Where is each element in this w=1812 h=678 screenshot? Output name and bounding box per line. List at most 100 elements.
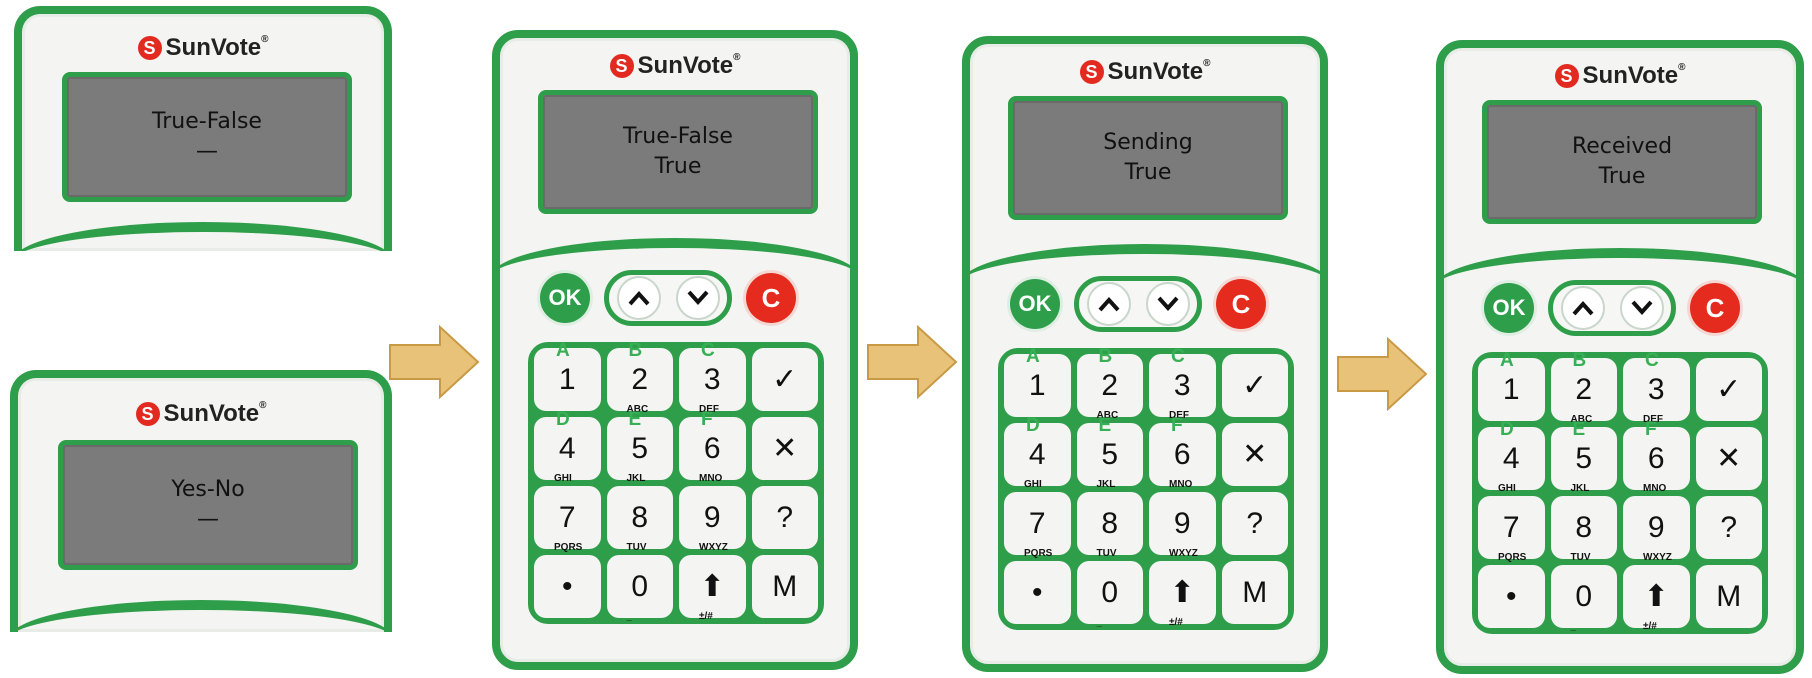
key-sub-label: GHI (1498, 483, 1516, 494)
key-2[interactable]: 3 C DEF (679, 340, 746, 415)
ok-button[interactable]: OK (540, 273, 590, 323)
clear-button[interactable]: C (1216, 279, 1266, 329)
key-1[interactable]: 2 B ABC (606, 340, 673, 415)
key-9[interactable]: 8 TUV (606, 486, 673, 553)
ok-button[interactable]: OK (1010, 279, 1060, 329)
key-6[interactable]: 6 F MNO (1623, 419, 1690, 494)
body-divider (500, 238, 850, 308)
key-4[interactable]: 4 D GHI (534, 409, 601, 484)
key-11[interactable]: ? (751, 486, 818, 549)
key-main-label: 7 (1028, 506, 1046, 540)
navigation-pill (604, 270, 732, 326)
key-main-label: ⬆ (1169, 576, 1195, 609)
key-12[interactable]: • (534, 555, 601, 618)
key-sub-label: ABC (1096, 410, 1119, 421)
key-10[interactable]: 9 WXYZ (1623, 496, 1690, 563)
key-main-label: 0 (1575, 579, 1593, 613)
key-letter-label: A (1026, 346, 1040, 367)
key-main-label: 7 (1502, 510, 1520, 544)
key-4[interactable]: 4 D GHI (1004, 415, 1071, 490)
key-14[interactable]: ⬆ ±/# (679, 555, 746, 622)
key-10[interactable]: 9 WXYZ (679, 486, 746, 553)
key-2[interactable]: 3 C DEF (1149, 346, 1216, 421)
navigation-pill (1074, 276, 1202, 332)
key-1[interactable]: 2 B ABC (1076, 346, 1143, 421)
key-sub-label: MNO (1169, 479, 1193, 490)
key-13[interactable]: 0 _ (606, 555, 673, 622)
screen-line-1: True-False (623, 124, 733, 150)
key-main-label: 2 (1575, 372, 1593, 406)
device-voting-keypad: S SunVote® True-False True OK C 1 A 2 B … (492, 30, 858, 670)
key-6[interactable]: 6 F MNO (679, 409, 746, 484)
key-7[interactable]: ✕ (1695, 427, 1762, 490)
screen-line-2: — (197, 507, 219, 532)
key-10[interactable]: 9 WXYZ (1149, 492, 1216, 559)
key-0[interactable]: 1 A (1004, 346, 1071, 417)
key-6[interactable]: 6 F MNO (1149, 415, 1216, 490)
key-5[interactable]: 5 E JKL (1076, 415, 1143, 490)
key-letter-label: F (701, 409, 713, 430)
key-12[interactable]: • (1478, 565, 1545, 628)
key-letter-label: B (628, 340, 643, 361)
key-main-label: 5 (1575, 441, 1593, 475)
key-3[interactable]: ✓ (751, 348, 818, 411)
clear-button[interactable]: C (1690, 283, 1740, 333)
flow-arrow-icon (389, 325, 480, 399)
up-arrow-button[interactable] (1086, 282, 1131, 326)
key-12[interactable]: • (1004, 561, 1071, 624)
key-main-label: ✕ (1242, 438, 1268, 471)
key-4[interactable]: 4 D GHI (1478, 419, 1545, 494)
clear-button[interactable]: C (746, 273, 796, 323)
key-sub-label: _ (1570, 621, 1577, 632)
device-preview-true-false: S SunVote® True-False — (14, 6, 392, 251)
key-14[interactable]: ⬆ ±/# (1149, 561, 1216, 628)
key-sub-label: TUV (1096, 548, 1117, 559)
key-sub-label: DEF (1169, 410, 1189, 421)
key-3[interactable]: ✓ (1221, 354, 1288, 417)
brand-header: S SunVote® (970, 58, 1320, 86)
key-main-label: 5 (1101, 437, 1119, 471)
key-15[interactable]: M (1221, 561, 1288, 624)
key-11[interactable]: ? (1221, 492, 1288, 555)
key-0[interactable]: 1 A (1478, 350, 1545, 421)
ok-button[interactable]: OK (1484, 283, 1534, 333)
up-arrow-button[interactable] (616, 276, 661, 320)
key-5[interactable]: 5 E JKL (1550, 419, 1617, 494)
up-arrow-button[interactable] (1560, 286, 1605, 330)
key-sub-label: GHI (1024, 479, 1042, 490)
key-main-label: ✕ (1716, 442, 1742, 475)
key-main-label: 1 (558, 362, 576, 396)
key-0[interactable]: 1 A (534, 340, 601, 411)
key-letter-label: C (1645, 350, 1659, 371)
down-arrow-button[interactable] (1145, 282, 1190, 326)
key-8[interactable]: 7 PQRS (1478, 496, 1545, 563)
key-sub-label: _ (1096, 617, 1103, 628)
key-2[interactable]: 3 C DEF (1623, 350, 1690, 425)
key-3[interactable]: ✓ (1695, 358, 1762, 421)
screen-line-2: — (196, 139, 218, 164)
key-5[interactable]: 5 E JKL (606, 409, 673, 484)
key-sub-label: WXYZ (1643, 552, 1672, 563)
key-9[interactable]: 8 TUV (1550, 496, 1617, 563)
down-arrow-button[interactable] (1619, 286, 1664, 330)
key-main-label: ✕ (772, 432, 798, 465)
key-7[interactable]: ✕ (1221, 423, 1288, 486)
key-main-label: 6 (1647, 441, 1665, 475)
key-15[interactable]: M (751, 555, 818, 618)
keypad-grid: 1 A 2 B ABC 3 C DEF ✓ 4 D GHI 5 E JKL 6 … (528, 340, 824, 624)
key-9[interactable]: 8 TUV (1076, 492, 1143, 559)
key-8[interactable]: 7 PQRS (1004, 492, 1071, 559)
key-15[interactable]: M (1695, 565, 1762, 628)
key-14[interactable]: ⬆ ±/# (1623, 565, 1690, 632)
key-13[interactable]: 0 _ (1550, 565, 1617, 632)
key-13[interactable]: 0 _ (1076, 561, 1143, 628)
brand-header: S SunVote® (18, 400, 384, 428)
key-main-label: 2 (1101, 368, 1119, 402)
key-11[interactable]: ? (1695, 496, 1762, 559)
key-8[interactable]: 7 PQRS (534, 486, 601, 553)
sunvote-logo-icon: S (609, 54, 634, 78)
down-arrow-button[interactable] (675, 276, 720, 320)
key-1[interactable]: 2 B ABC (1550, 350, 1617, 425)
key-7[interactable]: ✕ (751, 417, 818, 480)
key-main-label: 1 (1028, 368, 1046, 402)
